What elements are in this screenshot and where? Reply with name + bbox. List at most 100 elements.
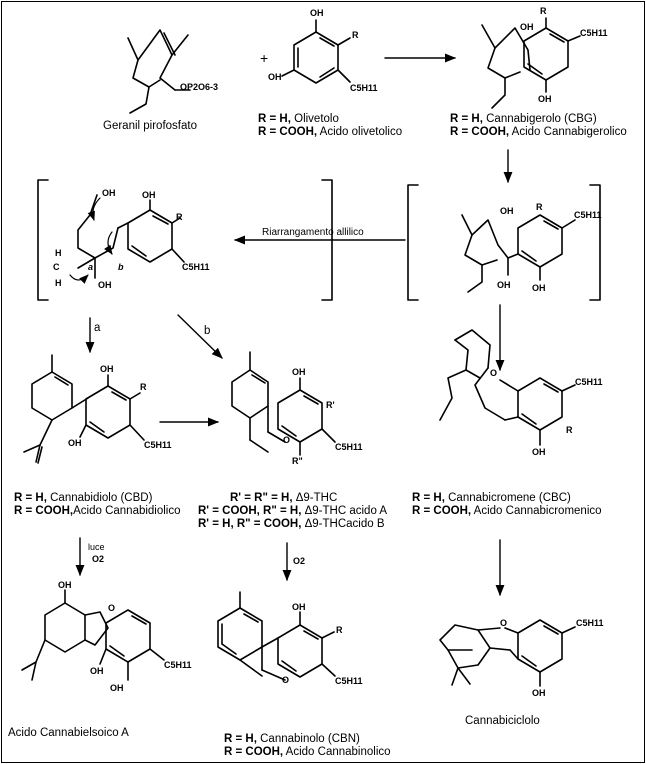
olivetol-pentyl: C5H11	[350, 83, 378, 93]
cbd-name-2: Acido Cannabidiolico	[73, 505, 181, 517]
cbg-r: R	[540, 6, 547, 16]
cbc-r: R	[566, 425, 573, 435]
thc-r-value-3: R' = H, R" = COOH,	[198, 518, 302, 530]
cbd-r-value-2: R = COOH,	[14, 505, 74, 517]
cbc-name-2: Acido Cannabicromenico	[473, 505, 602, 517]
cbg-pentyl: C5H11	[580, 28, 608, 38]
cbc-structure	[439, 329, 576, 446]
cbc-pentyl: C5H11	[575, 377, 603, 387]
cbc-r-value-2: R = COOH,	[412, 505, 472, 517]
cbd-r: R	[140, 382, 147, 392]
cbn-pentyl: C5H11	[335, 676, 363, 686]
thc-pentyl: C5H11	[335, 442, 363, 452]
cbn-name-2: Acido Cannabinolico	[285, 746, 391, 758]
cbg-oh-bottom: OH	[538, 94, 552, 104]
intermediate-oh-ring: OH	[142, 190, 156, 200]
cbn-structure	[217, 591, 336, 681]
thc-name-2: Δ9-THC acido A	[304, 505, 388, 517]
cbg-oh-top: OH	[520, 22, 534, 32]
thc-r-value-1: R' = R" = H,	[230, 492, 293, 504]
thc-name-1: Δ9-THC	[295, 492, 338, 504]
cbn-r: R	[336, 625, 343, 635]
cbd-name-1: Cannabidiolo (CBD)	[50, 492, 153, 504]
allylic-rearrangement-label: Riarrangamento allilico	[262, 227, 364, 238]
thc-structure	[231, 351, 336, 456]
geranyl-pyrophosphate-label: Geranil pirofosfato	[103, 120, 197, 132]
thc-ring-oxygen: O	[283, 435, 291, 445]
allylic-oh-side: OH	[497, 280, 511, 290]
cbe-ring-oxygen: O	[108, 603, 116, 613]
cbc-oh: OH	[532, 447, 546, 457]
cbc-name-1: Cannabicromene (CBC)	[448, 492, 571, 504]
olivetol-oh-left: OH	[268, 72, 282, 82]
cbd-arrow-oxygen: O2	[92, 554, 105, 564]
cbc-ring-oxygen: O	[490, 368, 498, 378]
olivetol-r-value-2: R = COOH,	[258, 126, 318, 138]
thc-r-value-2: R' = COOH, R" = H,	[198, 505, 302, 517]
cbg-r-value-2: R = COOH,	[450, 126, 510, 138]
cannabielsoic-acid-label: Acido Cannabielsoico A	[8, 727, 129, 739]
cbn-ring-oxygen: O	[282, 675, 290, 685]
allylic-r: R	[536, 202, 543, 212]
reaction-arrows	[75, 53, 513, 597]
olivetol-name-2: Acido olivetolico	[319, 126, 403, 138]
intermediate-h-top: H	[55, 248, 62, 258]
cbd-r-value-1: R = H,	[14, 492, 47, 504]
cbe-pentyl: C5H11	[164, 660, 192, 670]
thc-name-3: Δ9-THCacido B	[304, 518, 385, 530]
intermediate-path-a-mark: a	[88, 262, 94, 272]
allylic-oh-top: OH	[500, 206, 514, 216]
cbd-oh-top: OH	[100, 364, 114, 374]
path-a-label: a	[94, 322, 101, 334]
cbd-arrow-light: luce	[88, 542, 105, 552]
olivetol-name-1: Olivetolo	[294, 113, 339, 125]
cbn-r-value-1: R = H,	[224, 733, 257, 745]
cbe-oh-bottom: OH	[90, 666, 104, 676]
intermediate-pentyl: C5H11	[182, 262, 210, 272]
cbl-pentyl: C5H11	[576, 618, 604, 628]
olivetol-oh-top: OH	[310, 8, 324, 18]
intermediate-oh-top: OH	[102, 188, 116, 198]
bracket-right	[407, 184, 601, 301]
cbl-oh: OH	[532, 688, 546, 698]
cbl-ring-oxygen: O	[500, 618, 508, 628]
cbn-r-value-2: R = COOH,	[224, 746, 284, 758]
olivetol-structure	[281, 19, 351, 84]
carbocation-intermediate-structure	[69, 194, 185, 284]
geranyl-pyrophosphate-group: OP2O6-3	[180, 82, 219, 92]
cbg-structure	[481, 17, 581, 109]
cbe-oh-top: OH	[58, 580, 72, 590]
plus-sign: +	[260, 50, 269, 66]
intermediate-r: R	[176, 212, 183, 222]
cbc-r-value-1: R = H,	[412, 492, 445, 504]
cbd-structure	[23, 354, 145, 464]
olivetol-r-value-1: R = H,	[258, 113, 291, 125]
allylic-intermediate-structure	[461, 214, 576, 293]
olivetol-r: R	[352, 30, 359, 40]
intermediate-oh-bottom: OH	[98, 280, 112, 290]
thc-arrow-oxygen: O2	[293, 556, 306, 566]
cbg-name-1: Cannabigerolo (CBG)	[486, 113, 597, 125]
intermediate-carbon: C	[53, 262, 60, 272]
thc-r-prime: R'	[326, 400, 335, 410]
thc-r-dprime: R"	[292, 456, 303, 466]
cbg-name-2: Acido Cannabigerolico	[511, 126, 627, 138]
cbe-carboxyl: OH	[110, 683, 124, 693]
geranyl-pyrophosphate-structure	[127, 29, 191, 114]
cannabicyclol-structure	[439, 619, 576, 687]
cbn-oh: OH	[292, 602, 306, 612]
cbd-pentyl: C5H11	[144, 440, 172, 450]
cbn-name-1: Cannabinolo (CBN)	[260, 733, 360, 745]
path-b-label: b	[204, 325, 211, 337]
thc-oh: OH	[292, 367, 306, 377]
cannabielsoic-acid-structure	[21, 589, 165, 681]
allylic-pentyl: C5H11	[574, 210, 602, 220]
intermediate-h-bottom: H	[55, 278, 62, 288]
allylic-oh-bottom: OH	[532, 283, 546, 293]
cbg-r-value-1: R = H,	[450, 113, 483, 125]
cbd-oh-bottom: OH	[68, 438, 82, 448]
intermediate-path-b-mark: b	[118, 262, 124, 272]
